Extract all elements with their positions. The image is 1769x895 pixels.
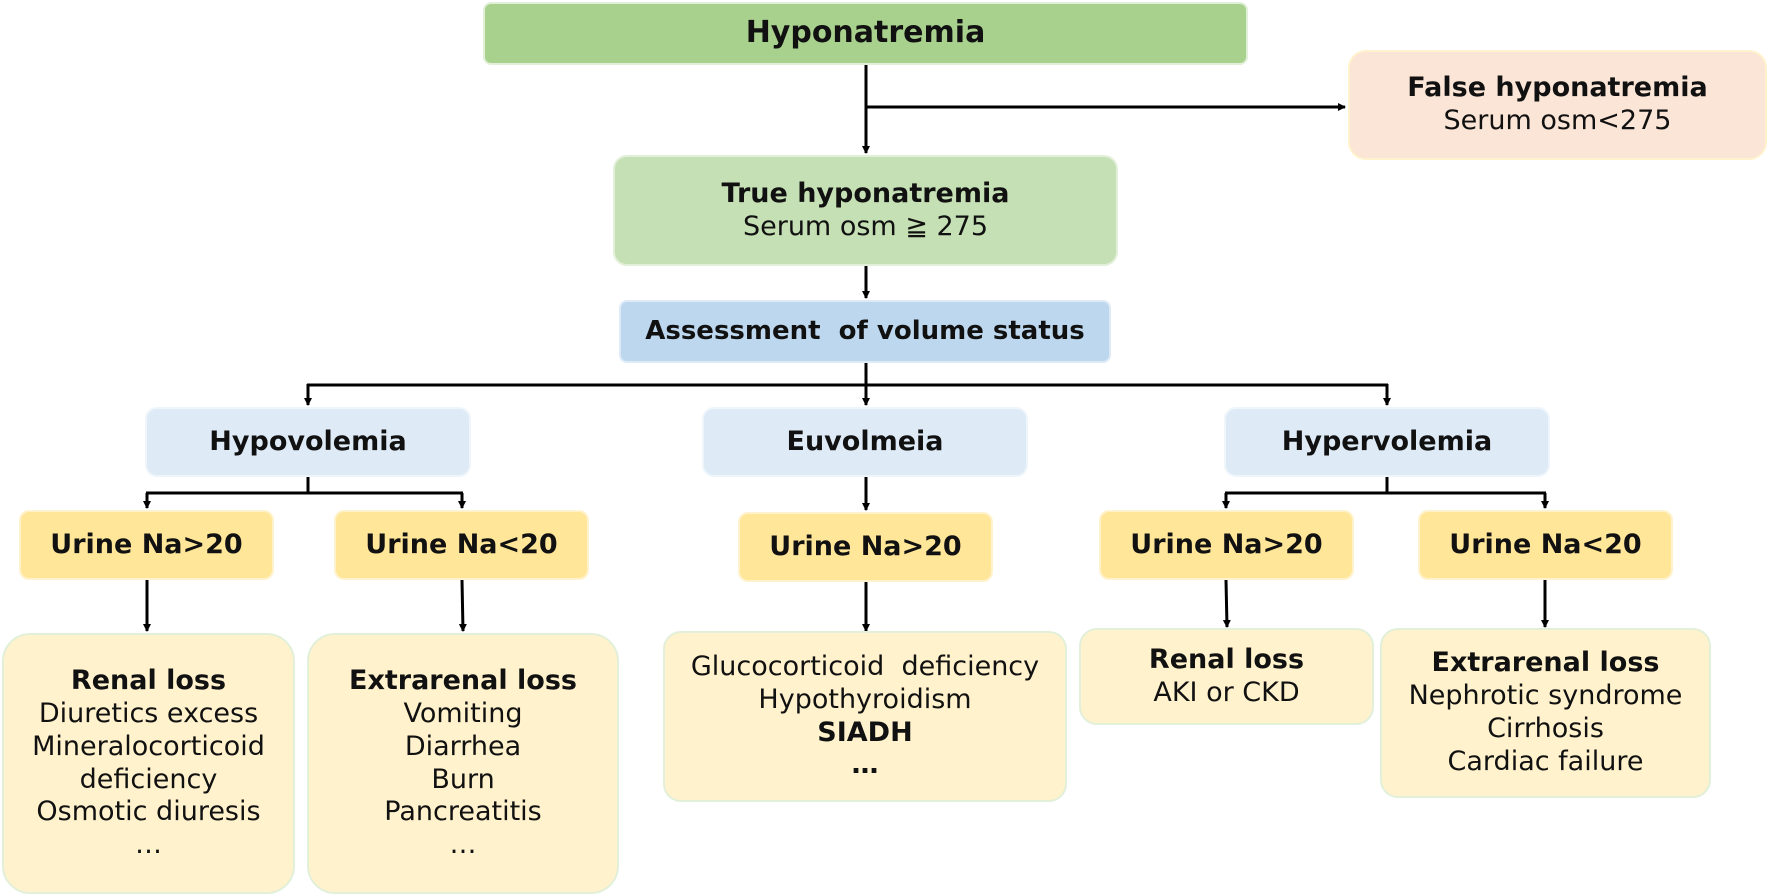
node-title: True hyponatremia bbox=[721, 177, 1010, 209]
cause-item: deficiency bbox=[79, 763, 218, 795]
node-hypo-renal-loss: Renal loss Diuretics excess Mineralocort… bbox=[2, 633, 295, 894]
node-title: Renal loss bbox=[1148, 643, 1305, 675]
node-title: Urine Na<20 bbox=[365, 528, 558, 560]
node-hypervolemia: Hypervolemia bbox=[1224, 407, 1550, 477]
cause-item: Diarrhea bbox=[404, 730, 522, 762]
cause-item: Burn bbox=[431, 763, 495, 795]
cause-item-ellipsis: … bbox=[851, 749, 879, 781]
node-title: Hypovolemia bbox=[209, 425, 407, 457]
node-title: Extrarenal loss bbox=[1431, 647, 1660, 679]
node-hyponatremia: Hyponatremia bbox=[483, 2, 1248, 65]
node-hyper-renal-loss: Renal loss AKI or CKD bbox=[1079, 628, 1374, 725]
cause-item-siadh: SIADH bbox=[817, 716, 913, 748]
cause-item: Osmotic diuresis bbox=[36, 796, 261, 828]
node-title: Hyponatremia bbox=[745, 15, 986, 51]
node-detail: Serum osm<275 bbox=[1443, 105, 1672, 136]
cause-item: Hypothyroidism bbox=[758, 683, 972, 715]
node-title: Urine Na>20 bbox=[1130, 528, 1323, 560]
cause-item: AKI or CKD bbox=[1153, 676, 1300, 708]
cause-item: Vomiting bbox=[403, 697, 523, 729]
node-title: Assessment of volume status bbox=[645, 315, 1085, 346]
node-title: Urine Na>20 bbox=[50, 528, 243, 560]
node-euvolemia: Euvolmeia bbox=[702, 407, 1028, 477]
node-hypo-urine-na-high: Urine Na>20 bbox=[19, 510, 274, 580]
cause-item: Diuretics excess bbox=[38, 697, 259, 729]
node-title: Urine Na<20 bbox=[1449, 528, 1642, 560]
cause-item: Pancreatitis bbox=[384, 796, 542, 828]
line-hypo-right-to-cause bbox=[458, 579, 467, 632]
line-hyper-left-to-cause bbox=[1222, 579, 1231, 628]
node-title: Hypervolemia bbox=[1281, 425, 1493, 457]
node-title: Renal loss bbox=[70, 664, 227, 696]
node-hyper-urine-na-low: Urine Na<20 bbox=[1418, 510, 1673, 580]
node-title: Extrarenal loss bbox=[349, 664, 577, 696]
cause-item: Mineralocorticoid bbox=[32, 730, 265, 762]
node-title: Urine Na>20 bbox=[769, 530, 962, 562]
node-false-hyponatremia: False hyponatremia Serum osm<275 bbox=[1348, 50, 1767, 160]
node-true-hyponatremia: True hyponatremia Serum osm ≧ 275 bbox=[613, 155, 1118, 266]
node-euv-urine-na-high: Urine Na>20 bbox=[738, 512, 993, 582]
node-hypovolemia: Hypovolemia bbox=[145, 407, 471, 477]
cause-item: Glucocorticoid deficiency bbox=[690, 650, 1040, 682]
cause-item: Cardiac failure bbox=[1447, 745, 1644, 777]
node-hyper-extrarenal-loss: Extrarenal loss Nephrotic syndrome Cirrh… bbox=[1380, 628, 1711, 798]
cause-item: Cirrhosis bbox=[1487, 713, 1604, 744]
cause-item: … bbox=[449, 829, 477, 861]
node-assessment-volume-status: Assessment of volume status bbox=[619, 300, 1111, 363]
node-hypo-urine-na-low: Urine Na<20 bbox=[334, 510, 589, 580]
node-hypo-extrarenal-loss: Extrarenal loss Vomiting Diarrhea Burn P… bbox=[307, 633, 619, 894]
cause-item: … bbox=[135, 829, 162, 861]
node-hyper-urine-na-high: Urine Na>20 bbox=[1099, 510, 1354, 580]
node-detail: Serum osm ≧ 275 bbox=[742, 210, 989, 242]
node-euv-causes: Glucocorticoid deficiency Hypothyroidism… bbox=[663, 631, 1067, 802]
node-title: False hyponatremia bbox=[1407, 72, 1708, 104]
node-title: Euvolmeia bbox=[786, 425, 944, 457]
cause-item: Nephrotic syndrome bbox=[1408, 680, 1683, 712]
